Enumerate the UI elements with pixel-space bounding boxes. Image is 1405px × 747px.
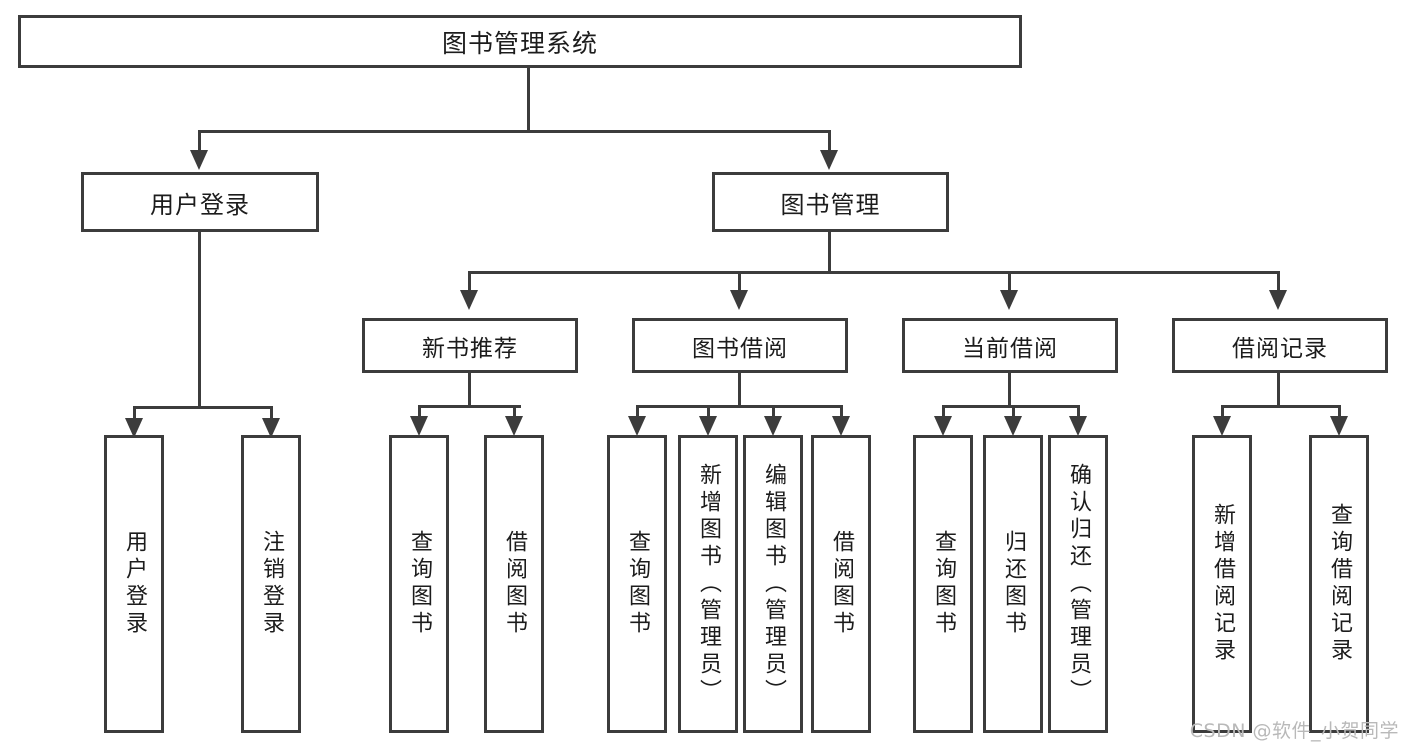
connector-nbr-drop-1 [418,405,421,421]
connector-user-login-drop-1 [133,406,136,422]
node-label: 归还图书 [1001,530,1026,638]
leaf-bb-add-book-admin[interactable]: 新增图书（管理员） [678,435,738,733]
watermark-text: CSDN @软件_小贺同学 [1189,720,1399,742]
arrowhead-leaf-cb-confirm [1069,416,1087,436]
connector-bb-drop-3 [772,405,775,421]
node-label: 图书借阅 [692,335,788,362]
connector-cb-stem [1008,373,1011,407]
leaf-cb-return-book[interactable]: 归还图书 [983,435,1043,733]
connector-cb-drop-1 [942,405,945,421]
node-book-borrow[interactable]: 图书借阅 [632,318,848,373]
node-label: 图书管理系统 [441,28,598,58]
connector-bm-drop-new-book [468,271,471,293]
node-label: 查询图书 [931,530,956,638]
arrowhead-leaf-user-login [125,418,143,438]
node-book-management[interactable]: 图书管理 [712,172,949,232]
connector-bm-drop-book-borrow [738,271,741,293]
leaf-bb-edit-book-admin[interactable]: 编辑图书（管理员） [743,435,803,733]
node-label: 借阅图书 [829,530,854,638]
connector-br-stem [1277,373,1280,407]
node-user-login[interactable]: 用户登录 [81,172,319,232]
node-label: 编辑图书（管理员） [761,462,786,706]
arrowhead-leaf-bb-borrow [832,416,850,436]
leaf-nbr-query-book[interactable]: 查询图书 [389,435,449,733]
connector-root-to-user-login [198,130,201,152]
leaf-br-query-record[interactable]: 查询借阅记录 [1309,435,1369,733]
connector-br-bar [1221,405,1340,408]
connector-book-management-bar [468,271,1280,274]
connector-bb-drop-2 [707,405,710,421]
node-label: 查询图书 [625,530,650,638]
arrowhead-leaf-nbr-borrow [505,416,523,436]
connector-user-login-drop-2 [270,406,273,422]
node-borrow-records[interactable]: 借阅记录 [1172,318,1388,373]
arrowhead-leaf-nbr-query [410,416,428,436]
leaf-cb-confirm-return-admin[interactable]: 确认归还（管理员） [1048,435,1108,733]
node-label: 用户登录 [150,190,250,219]
connector-user-login-stem [198,232,201,408]
leaf-bb-query-book[interactable]: 查询图书 [607,435,667,733]
node-root-book-management-system[interactable]: 图书管理系统 [18,15,1022,68]
arrowhead-leaf-cb-return [1004,416,1022,436]
node-label: 当前借阅 [962,335,1058,362]
connector-root-stem [527,68,530,130]
connector-bb-drop-4 [840,405,843,421]
arrowhead-leaf-br-add [1213,416,1231,436]
leaf-user-login[interactable]: 用户登录 [104,435,164,733]
connector-bb-stem [738,373,741,407]
connector-br-drop-1 [1221,405,1224,421]
arrowhead-current-borrow [1000,290,1018,310]
node-current-borrow[interactable]: 当前借阅 [902,318,1118,373]
node-new-book-recommend[interactable]: 新书推荐 [362,318,578,373]
connector-br-drop-2 [1338,405,1341,421]
connector-user-login-bar [133,406,270,409]
node-label: 借阅图书 [502,530,527,638]
arrowhead-new-book-recommend [460,290,478,310]
arrowhead-book-borrow [730,290,748,310]
node-label: 图书管理 [780,190,881,219]
arrowhead-leaf-cb-query [934,416,952,436]
connector-root-to-book-management [828,130,831,152]
arrowhead-borrow-records [1269,290,1287,310]
node-label: 确认归还（管理员） [1066,462,1091,706]
node-label: 新书推荐 [422,335,518,362]
leaf-bb-borrow-book[interactable]: 借阅图书 [811,435,871,733]
node-label: 查询借阅记录 [1327,503,1352,665]
node-label: 查询图书 [407,530,432,638]
node-label: 借阅记录 [1232,335,1328,362]
connector-bb-drop-1 [636,405,639,421]
leaf-br-add-record[interactable]: 新增借阅记录 [1192,435,1252,733]
arrowhead-leaf-bb-query [628,416,646,436]
connector-bm-drop-borrow-records [1277,271,1280,293]
leaf-nbr-borrow-book[interactable]: 借阅图书 [484,435,544,733]
connector-bm-drop-current-borrow [1008,271,1011,293]
node-label: 注销登录 [259,530,284,638]
connector-book-management-stem [828,232,831,273]
connector-bb-bar [636,405,842,408]
arrowhead-book-management [820,150,838,170]
arrowhead-leaf-bb-edit [764,416,782,436]
connector-cb-bar [942,405,1079,408]
node-label: 用户登录 [122,530,147,638]
node-label: 新增图书（管理员） [696,462,721,706]
connector-cb-drop-2 [1012,405,1015,421]
leaf-logout[interactable]: 注销登录 [241,435,301,733]
connector-nbr-bar [418,405,521,408]
arrowhead-leaf-bb-add [699,416,717,436]
connector-nbr-drop-2 [513,405,516,421]
connector-root-bar [198,130,830,133]
node-label: 新增借阅记录 [1210,503,1235,665]
arrowhead-user-login [190,150,208,170]
arrowhead-leaf-logout [262,418,280,438]
connector-cb-drop-3 [1077,405,1080,421]
arrowhead-leaf-br-query [1330,416,1348,436]
connector-nbr-stem [468,373,471,407]
leaf-cb-query-book[interactable]: 查询图书 [913,435,973,733]
